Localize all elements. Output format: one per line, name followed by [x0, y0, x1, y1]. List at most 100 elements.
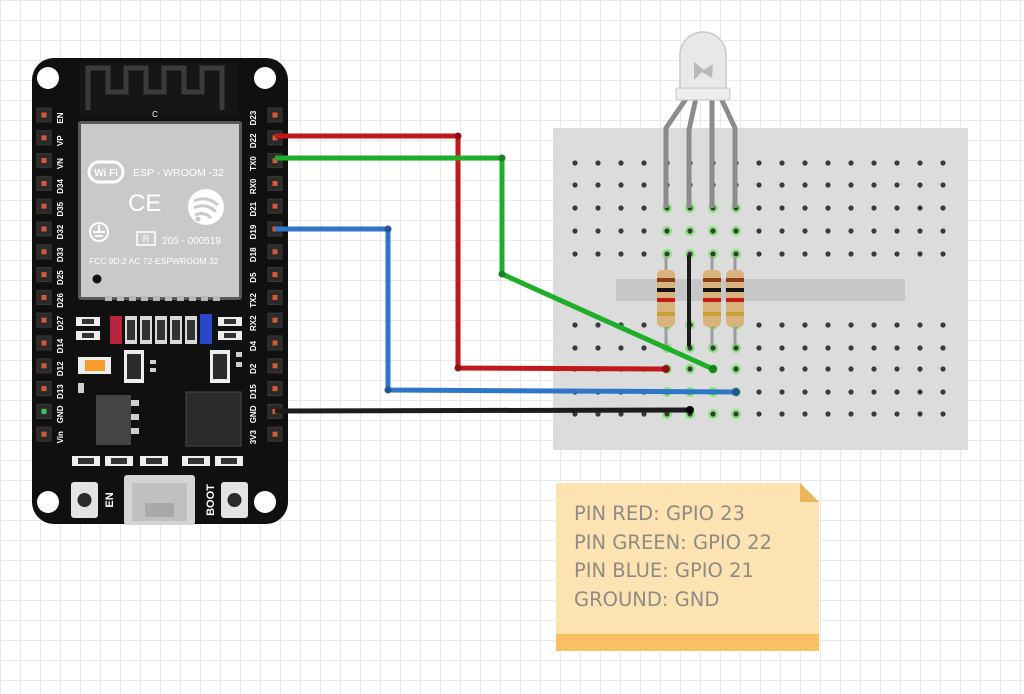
header-pin-d33[interactable] [36, 244, 52, 260]
breadboard-hole [917, 205, 923, 211]
breadboard-hole [825, 182, 831, 188]
pin-label: D34 [56, 179, 65, 194]
ground-symbol-icon [89, 222, 109, 242]
header-pin-vp[interactable] [36, 130, 52, 146]
breadboard-hole [917, 389, 923, 395]
breadboard-hole [572, 322, 578, 328]
header-pin-d12[interactable] [36, 358, 52, 374]
breadboard-hole [848, 160, 854, 166]
note-line-green: PIN GREEN: GPIO 22 [574, 530, 772, 554]
header-pin-en[interactable] [36, 107, 52, 123]
breadboard-hole [779, 251, 785, 257]
header-pin-d34[interactable] [36, 175, 52, 191]
breadboard-hole [871, 366, 877, 372]
pin-label: D27 [56, 315, 65, 330]
pin-label: VN [56, 158, 65, 169]
header-pin-d18[interactable] [267, 244, 283, 260]
breadboard-hole [940, 411, 946, 417]
breadboard-hole [572, 205, 578, 211]
breadboard-hole [802, 366, 808, 372]
breadboard-hole [871, 389, 877, 395]
header-pin-d25[interactable] [36, 267, 52, 283]
breadboard-hole [894, 411, 900, 417]
header-pin-vn[interactable] [36, 153, 52, 169]
header-pin-d35[interactable] [36, 198, 52, 214]
breadboard-hole [848, 411, 854, 417]
ce-mark: CE [128, 190, 161, 217]
voltage-regulator [96, 395, 131, 445]
header-pin-d26[interactable] [36, 289, 52, 305]
header-pin-rx2[interactable] [267, 312, 283, 328]
antenna-trace [85, 65, 225, 110]
breadboard [553, 128, 968, 450]
breadboard-hole [572, 345, 578, 351]
breadboard-hole [710, 345, 716, 351]
note-line-ground: GROUND: GND [574, 587, 720, 611]
header-right: D23D22TX0RX0D21D19D18D5TX2RX2D4D2D15GND3… [249, 107, 283, 444]
breadboard-hole [618, 251, 624, 257]
note-line-red: PIN RED: GPIO 23 [574, 502, 745, 525]
usb-uart-chip [185, 391, 242, 447]
header-pin-vin[interactable] [36, 426, 52, 442]
header-pin-d13[interactable] [36, 381, 52, 397]
breadboard-hole [779, 389, 785, 395]
breadboard-hole [848, 322, 854, 328]
header-pin-d4[interactable] [267, 335, 283, 351]
breadboard-hole [664, 411, 670, 417]
breadboard-hole [825, 228, 831, 234]
header-pin-d14[interactable] [36, 335, 52, 351]
breadboard-hole [779, 322, 785, 328]
antenna-area [80, 63, 238, 115]
breadboard-hole [779, 228, 785, 234]
breadboard-hole [595, 160, 601, 166]
wire-green [275, 155, 715, 372]
pin-label: D19 [249, 224, 258, 239]
note-footer [556, 634, 819, 651]
header-pin-rx0[interactable] [267, 175, 283, 191]
fcc-id: FCC 9D:2 AC 72-ESPWROOM 32 [89, 256, 219, 266]
header-pin-d2[interactable] [267, 358, 283, 374]
led-leg-red [663, 94, 691, 208]
pin-label: D5 [249, 272, 258, 283]
header-pin-d27[interactable] [36, 312, 52, 328]
breadboard-hole [641, 251, 647, 257]
breadboard-hole [779, 160, 785, 166]
resistor-blue [726, 256, 744, 345]
breadboard-hole [825, 160, 831, 166]
breadboard-hole [618, 205, 624, 211]
breadboard-hole [641, 411, 647, 417]
breadboard-hole [618, 160, 624, 166]
breadboard-hole [848, 366, 854, 372]
breadboard-hole [917, 322, 923, 328]
breadboard-hole [825, 345, 831, 351]
header-pin-gnd[interactable] [36, 403, 52, 419]
header-pin-d21[interactable] [267, 198, 283, 214]
breadboard-hole [641, 160, 647, 166]
module-pad [201, 296, 208, 301]
header-pin-tx2[interactable] [267, 289, 283, 305]
pin-label: D12 [56, 361, 65, 376]
header-pin-d15[interactable] [267, 381, 283, 397]
breadboard-hole [940, 228, 946, 234]
en-button[interactable] [71, 482, 98, 518]
breadboard-hole [917, 251, 923, 257]
module-pad [165, 296, 172, 301]
breadboard-hole [756, 389, 762, 395]
micro-usb-port [124, 475, 195, 525]
pin-label: RX2 [249, 315, 258, 331]
breadboard-hole [894, 205, 900, 211]
header-pin-d23[interactable] [267, 107, 283, 123]
header-pin-d32[interactable] [36, 221, 52, 237]
breadboard-hole [871, 322, 877, 328]
header-pin-d5[interactable] [267, 267, 283, 283]
breadboard-hole [779, 182, 785, 188]
boot-button[interactable] [221, 482, 248, 518]
pin-label: D2 [249, 363, 258, 374]
breadboard-hole [641, 345, 647, 351]
breadboard-hole [940, 160, 946, 166]
breadboard-hole [917, 228, 923, 234]
module-name: ESP - WROOM -32 [133, 167, 224, 179]
breadboard-hole [595, 345, 601, 351]
header-pin-3v3[interactable] [267, 426, 283, 442]
breadboard-hole [871, 411, 877, 417]
